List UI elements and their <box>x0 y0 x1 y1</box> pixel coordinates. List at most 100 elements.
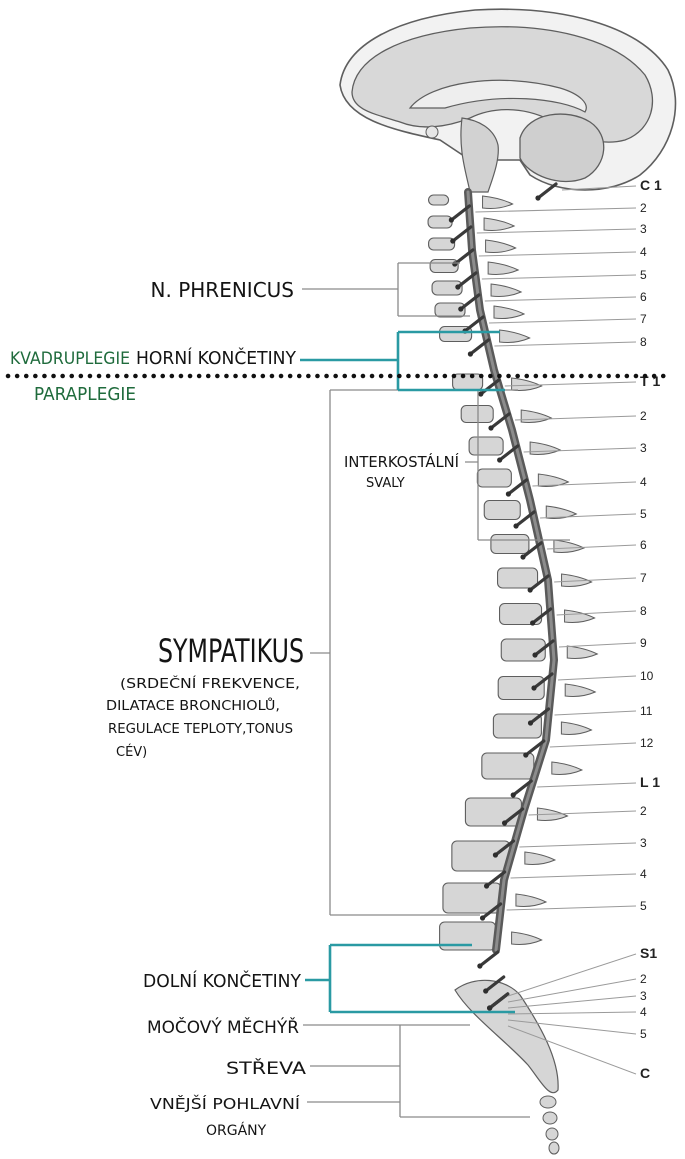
segment-label-19: 12 <box>640 736 654 750</box>
coccyx-segment <box>549 1142 559 1154</box>
spinal-nerve-root <box>538 184 556 198</box>
nerve-ganglion <box>478 391 483 396</box>
coccyx-segment <box>546 1128 558 1140</box>
vertebral-body <box>501 639 545 661</box>
nerve-ganglion <box>523 752 528 757</box>
segment-label-6: 7 <box>640 312 647 326</box>
nerve-ganglion <box>528 587 533 592</box>
spinous-process <box>567 646 597 659</box>
vertebral-body <box>452 841 510 871</box>
nerve-ganglion <box>477 963 482 968</box>
vertebral-body <box>465 798 521 826</box>
label-paraplegie: PARAPLEGIE <box>34 384 136 405</box>
nerve-ganglion <box>480 915 485 920</box>
segment-label-26: 2 <box>640 972 647 986</box>
segment-leader <box>558 676 636 680</box>
segment-label-11: 4 <box>640 475 647 489</box>
segment-label-13: 6 <box>640 538 647 552</box>
nerve-ganglion <box>450 238 455 243</box>
label-n-phrenicus: N. PHRENICUS <box>151 278 294 302</box>
segment-label-25: S1 <box>640 945 657 961</box>
vertebral-body <box>493 714 541 738</box>
label-kvadruplegie: KVADRUPLEGIE <box>10 349 130 369</box>
spinous-process <box>552 762 582 775</box>
segment-label-28: 4 <box>640 1005 647 1019</box>
segment-leader <box>489 319 636 323</box>
spinous-process <box>512 932 542 945</box>
segment-leader <box>482 275 636 279</box>
spinous-process <box>530 442 560 455</box>
nerve-ganglion <box>531 685 536 690</box>
vertebral-body <box>498 677 544 700</box>
label-svaly: SVALY <box>366 476 405 491</box>
sympatikus-note-line-4: CÉV) <box>116 744 147 760</box>
segment-label-10: 3 <box>640 441 647 455</box>
nerve-ganglion <box>532 652 537 657</box>
segment-label-27: 3 <box>640 989 647 1003</box>
segment-leader <box>508 954 636 996</box>
segment-label-5: 6 <box>640 290 647 304</box>
label-vnejsi-pohlavni: VNĚJŠÍ POHLAVNÍ <box>150 1094 300 1113</box>
label-dolni-koncetiny: DOLNÍ KONČETINY <box>143 970 302 992</box>
segment-label-7: 8 <box>640 335 647 349</box>
nerve-ganglion <box>535 195 540 200</box>
nerve-ganglion <box>455 284 460 289</box>
segment-leader <box>475 208 636 212</box>
spinous-process <box>488 262 518 275</box>
segment-label-0: C 1 <box>640 177 662 193</box>
nerve-ganglion <box>511 792 516 797</box>
vertebral-column <box>428 195 597 1154</box>
segment-label-14: 7 <box>640 571 647 585</box>
sacrum <box>455 980 558 1092</box>
nerve-ganglion <box>497 457 502 462</box>
vertebral-body <box>428 216 452 228</box>
nerve-ganglion <box>506 491 511 496</box>
segment-label-15: 8 <box>640 604 647 618</box>
spinous-process <box>484 218 514 231</box>
coccyx-segment <box>543 1112 557 1124</box>
nerve-ganglion <box>458 306 463 311</box>
segment-leader <box>559 643 636 647</box>
label-organy: ORGÁNY <box>206 1122 267 1139</box>
nerve-ganglion <box>484 883 489 888</box>
vertebral-body <box>429 195 449 205</box>
sympatikus-note-line-2: DILATACE BRONCHIOLŮ, <box>106 698 280 714</box>
segment-leader <box>494 342 636 346</box>
spinous-process <box>491 284 521 297</box>
segment-label-2: 3 <box>640 222 647 236</box>
nerve-ganglion <box>528 720 533 725</box>
label-mocovy-mechyr: MOČOVÝ MĚCHÝŘ <box>147 1016 299 1038</box>
spinous-process <box>525 852 555 865</box>
spinal-nerve-root <box>480 952 498 966</box>
spinous-process <box>561 722 591 735</box>
segment-label-29: 5 <box>640 1027 647 1041</box>
label-interkostalni: INTERKOSTÁLNÍ <box>344 452 459 471</box>
vertebral-body <box>453 374 483 390</box>
label-horni-koncetiny: HORNÍ KONČETINY <box>136 347 297 369</box>
spinous-process <box>486 240 516 253</box>
sympatikus-note-line-3: REGULACE TEPLOTY,TONUS <box>108 722 293 737</box>
label-sympatikus: SYMPATIKUS <box>158 632 304 670</box>
segment-leader <box>511 874 636 878</box>
segment-leader <box>555 711 637 715</box>
nerve-ganglion <box>520 554 525 559</box>
segment-leader <box>508 996 636 1008</box>
nerve-ganglion <box>513 523 518 528</box>
vertebral-body <box>484 501 520 520</box>
nerve-ganglion <box>452 261 457 266</box>
sympatikus-note-line-1: (SRDEČNÍ FREKVENCE, <box>120 676 300 692</box>
vertebral-body <box>477 469 511 487</box>
spinous-process <box>565 684 595 697</box>
nerve-ganglion <box>502 820 507 825</box>
segment-leader <box>508 979 636 1002</box>
segment-label-22: 3 <box>640 836 647 850</box>
vertebral-body <box>469 437 503 455</box>
spinous-process <box>500 330 530 343</box>
segment-leader <box>479 252 636 256</box>
segment-label-23: 4 <box>640 867 647 881</box>
segment-label-12: 5 <box>640 507 647 521</box>
nerve-ganglion <box>483 988 488 993</box>
spinous-process <box>483 196 513 209</box>
segment-leader <box>519 843 636 847</box>
